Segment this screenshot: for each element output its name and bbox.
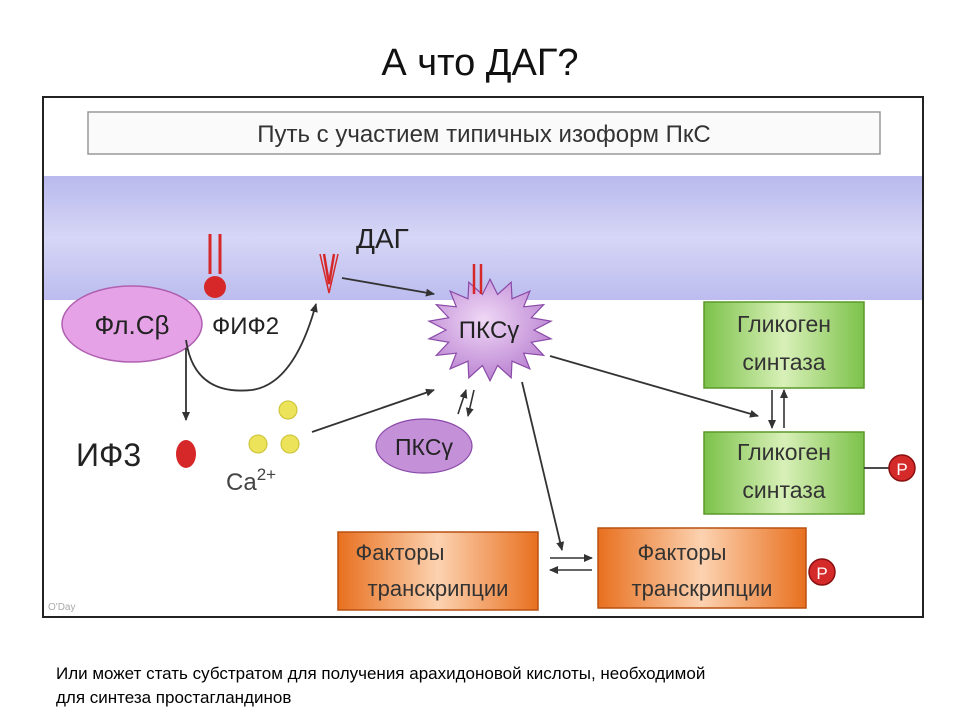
pkc-active <box>427 264 553 383</box>
phospho-label-tf: P <box>816 564 827 583</box>
ip3-label: ИФ3 <box>76 437 141 473</box>
arrow-pkc-to-glycogen <box>549 355 759 418</box>
pip2-lipid <box>204 234 226 298</box>
tf-right-line2: транскрипции <box>632 576 773 601</box>
phospho-badge-tf <box>808 558 836 586</box>
transcription-factors-box <box>337 531 539 611</box>
slide-caption: Или может стать субстратом для получения… <box>56 662 936 710</box>
phospho-badge-glycogen <box>888 454 916 482</box>
header-box <box>87 111 881 155</box>
caption-line-1: Или может стать субстратом для получения… <box>56 664 706 683</box>
arrow-pkc-to-tf <box>521 381 565 551</box>
dag-lipid <box>319 253 339 294</box>
glycogen-synthase-box <box>703 301 865 389</box>
glycogen-bottom-line2: синтаза <box>742 477 825 503</box>
caption-line-2: для синтеза простагландинов <box>56 688 292 707</box>
ip3-head <box>176 440 196 468</box>
pip2-head <box>204 276 226 298</box>
glycogen-bottom-line1: Гликоген <box>737 439 831 465</box>
pathway-diagram: Путь с участием типичных изоформ ПкС ДАГ… <box>44 111 922 613</box>
pkc-active-label: ПКCγ <box>459 317 520 344</box>
cell-membrane <box>44 176 922 300</box>
dag-label: ДАГ <box>356 223 409 254</box>
pkc-inactive-label: ПКCγ <box>395 434 454 460</box>
arrow-dag-to-pkc <box>341 277 435 297</box>
figure-credit: O'Day <box>48 602 75 613</box>
glycogen-synthase-phospho-box <box>703 431 865 515</box>
pkc-inactive-ellipse <box>375 418 473 474</box>
arrow-pkc-active-to-inactive <box>465 389 475 417</box>
tf-right-line1: Факторы <box>638 540 727 565</box>
plc-label: Фл.Cβ <box>94 310 169 340</box>
pkc-pathway-figure: Путь с участием типичных изоформ ПкС ДАГ… <box>42 96 924 618</box>
arrow-pkc-inactive-to-active <box>457 389 468 415</box>
calcium-label: Ca2+ <box>226 465 276 496</box>
slide-title: А что ДАГ? <box>381 42 579 84</box>
pip2-label: ФИФ2 <box>212 313 279 340</box>
tf-left-line2: транскрипции <box>368 576 509 601</box>
tf-left-line1: Факторы <box>356 540 445 565</box>
transcription-factors-phospho-box <box>597 527 807 609</box>
arrow-pip2-to-dag <box>185 303 318 392</box>
plc-ellipse <box>61 285 203 363</box>
glycogen-top-line2: синтаза <box>742 349 825 375</box>
phospho-label-glycogen: P <box>896 460 907 479</box>
header-label: Путь с участием типичных изоформ ПкС <box>257 121 711 148</box>
arrow-calcium-to-pkc <box>311 388 435 433</box>
calcium-ions <box>248 400 300 454</box>
glycogen-top-line1: Гликоген <box>737 311 831 337</box>
